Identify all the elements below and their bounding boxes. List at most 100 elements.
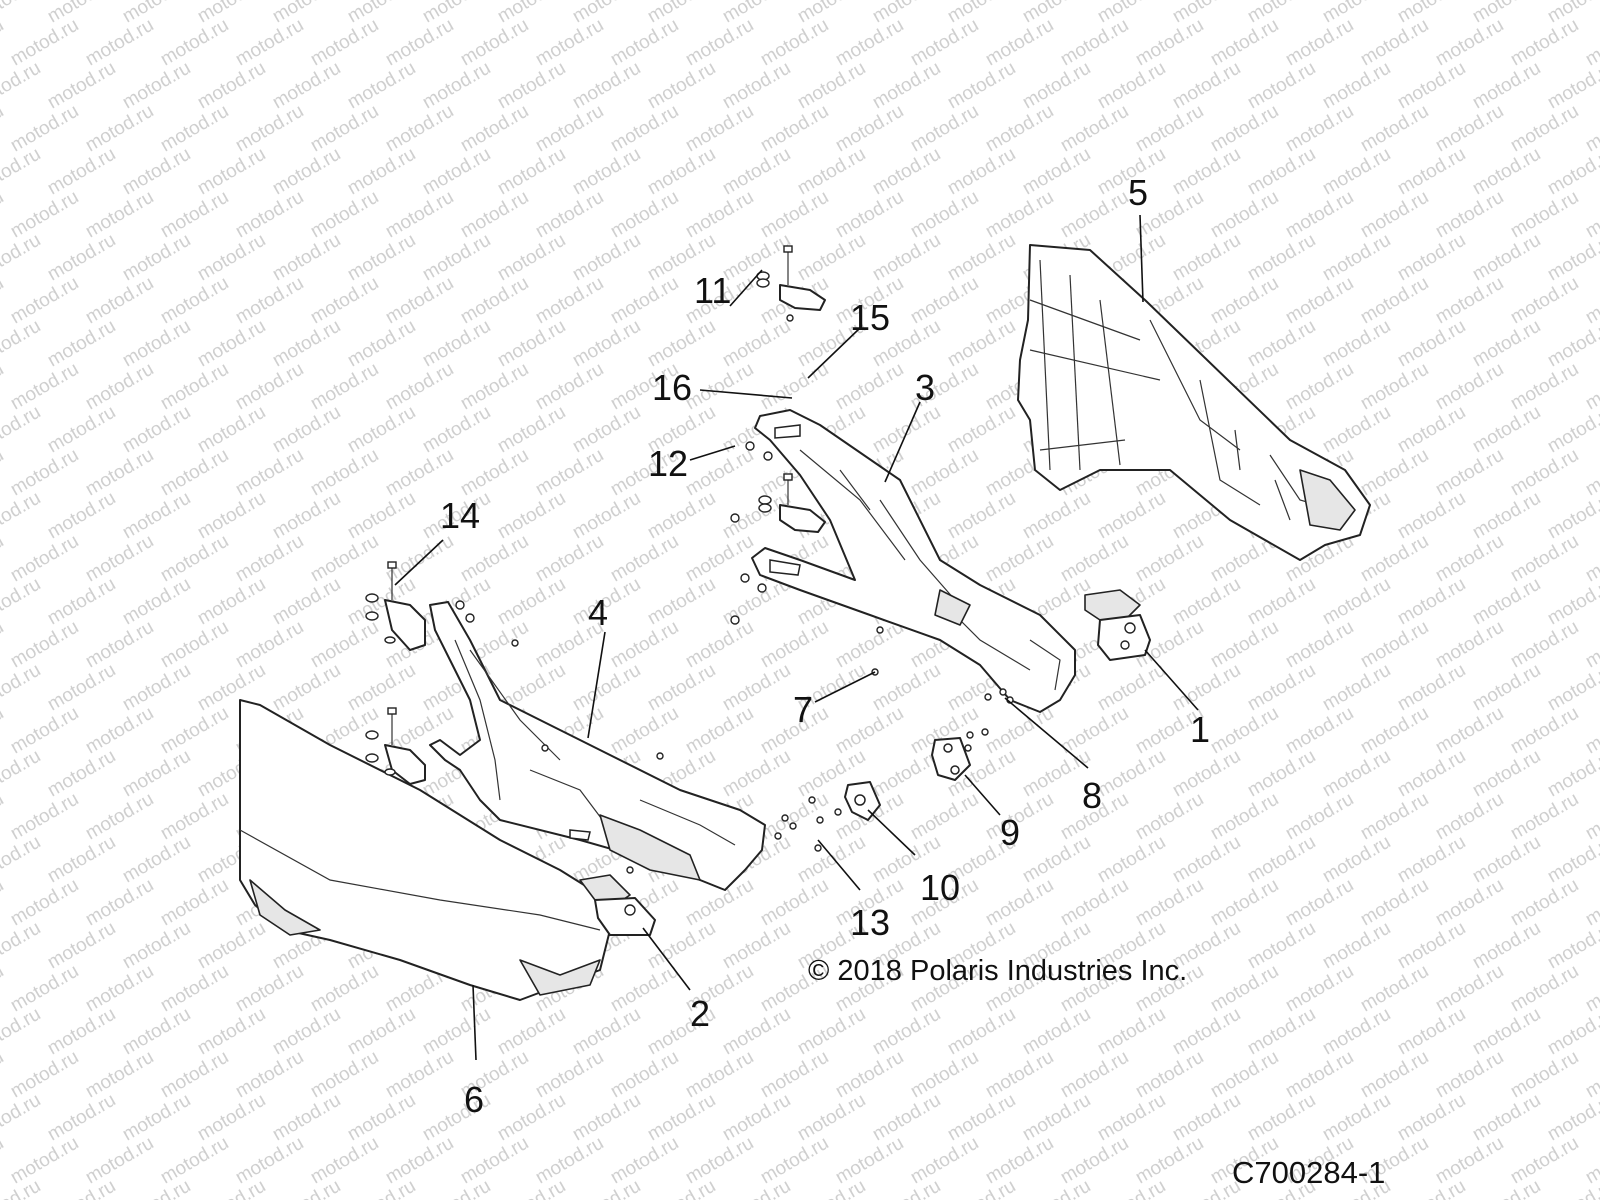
watermark-text: motod.ru (532, 187, 607, 243)
watermark-text: motod.ru (1094, 746, 1169, 802)
watermark-text: motod.ru (1507, 1133, 1582, 1189)
watermark-text: motod.ru (419, 230, 494, 286)
watermark-text: motod.ru (44, 1090, 119, 1146)
watermark-text: motod.ru (194, 488, 269, 544)
watermark-text: motod.ru (44, 230, 119, 286)
watermark-text: motod.ru (0, 1047, 7, 1103)
callout-13: 13 (850, 902, 890, 943)
watermark-text: motod.ru (907, 187, 982, 243)
callout-4: 4 (588, 592, 608, 633)
watermark-text: motod.ru (1207, 273, 1282, 329)
watermark-text: motod.ru (344, 58, 419, 114)
watermark-text: motod.ru (82, 15, 157, 71)
watermark-text: motod.ru (0, 359, 7, 415)
watermark-text: motod.ru (157, 875, 232, 931)
watermark-text: motod.ru (1394, 230, 1469, 286)
watermark-text: motod.ru (532, 15, 607, 71)
watermark-text: motod.ru (682, 359, 757, 415)
watermark-text: motod.ru (1469, 746, 1544, 802)
watermark-text: motod.ru (982, 15, 1057, 71)
watermark-text: motod.ru (682, 1047, 757, 1103)
watermark-text: motod.ru (1094, 660, 1169, 716)
watermark-text: motod.ru (382, 445, 457, 501)
watermark-text: motod.ru (794, 230, 869, 286)
watermark-text: motod.ru (1507, 187, 1582, 243)
watermark-text: motod.ru (82, 617, 157, 673)
watermark-text: motod.ru (1169, 574, 1244, 630)
watermark-text: motod.ru (1207, 961, 1282, 1017)
watermark-text: motod.ru (382, 531, 457, 587)
part-3-frame (751, 409, 1076, 713)
watermark-text: motod.ru (569, 660, 644, 716)
watermark-text: motod.ru (569, 488, 644, 544)
watermark-text: motod.ru (1582, 875, 1600, 931)
watermark-text: motod.ru (344, 1176, 419, 1200)
watermark-text: motod.ru (757, 875, 832, 931)
watermark-text: motod.ru (494, 488, 569, 544)
watermark-text: motod.ru (1469, 660, 1544, 716)
watermark-text: motod.ru (44, 58, 119, 114)
watermark-text: motod.ru (1207, 187, 1282, 243)
watermark-text: motod.ru (569, 144, 644, 200)
watermark-text: motod.ru (1507, 1047, 1582, 1103)
watermark-text: motod.ru (719, 58, 794, 114)
watermark-text: motod.ru (719, 660, 794, 716)
watermark-text: motod.ru (44, 918, 119, 974)
watermark-text: motod.ru (1394, 746, 1469, 802)
watermark-text: motod.ru (757, 101, 832, 157)
watermark-text: motod.ru (794, 1176, 869, 1200)
watermark-text: motod.ru (1432, 617, 1507, 673)
watermark-text: motod.ru (1582, 531, 1600, 587)
watermark-text: motod.ru (682, 1133, 757, 1189)
watermark-text: motod.ru (194, 1176, 269, 1200)
watermark-text: motod.ru (7, 789, 82, 845)
callout-3: 3 (915, 367, 935, 408)
watermark-text: motod.ru (1394, 144, 1469, 200)
watermark-text: motod.ru (1394, 660, 1469, 716)
watermark-text: motod.ru (1507, 359, 1582, 415)
watermark-text: motod.ru (157, 187, 232, 243)
watermark-text: motod.ru (682, 15, 757, 71)
watermark-text: motod.ru (0, 660, 44, 716)
watermark-text: motod.ru (1357, 445, 1432, 501)
watermark-text: motod.ru (44, 832, 119, 888)
watermark-text: motod.ru (494, 1176, 569, 1200)
watermark-text: motod.ru (982, 875, 1057, 931)
part-4-frame (429, 601, 766, 891)
watermark-text: motod.ru (119, 832, 194, 888)
watermark-text: motod.ru (1244, 58, 1319, 114)
watermark-text: motod.ru (569, 58, 644, 114)
watermark-text: motod.ru (419, 316, 494, 372)
watermark-text: motod.ru (1282, 875, 1357, 931)
watermark-text: motod.ru (719, 1176, 794, 1200)
watermark-text: motod.ru (982, 1133, 1057, 1189)
watermark-text: motod.ru (0, 746, 44, 802)
watermark-text: motod.ru (1469, 918, 1544, 974)
watermark-text: motod.ru (7, 617, 82, 673)
watermark-text: motod.ru (7, 875, 82, 931)
watermark-text: motod.ru (1019, 488, 1094, 544)
callout-12: 12 (648, 443, 688, 484)
watermark-text: motod.ru (44, 746, 119, 802)
watermark-text: motod.ru (494, 1004, 569, 1060)
watermark-text: motod.ru (194, 58, 269, 114)
watermark-text: motod.ru (944, 402, 1019, 458)
watermark-text: motod.ru (1582, 187, 1600, 243)
watermark-text: motod.ru (1582, 703, 1600, 759)
watermark-text: motod.ru (1507, 875, 1582, 931)
watermark-text: motod.ru (1469, 1004, 1544, 1060)
watermark-text: motod.ru (1582, 359, 1600, 415)
watermark-text: motod.ru (1394, 1004, 1469, 1060)
watermark-text: motod.ru (1357, 1047, 1432, 1103)
watermark-text: motod.ru (382, 1133, 457, 1189)
watermark-text: motod.ru (907, 101, 982, 157)
watermark-text: motod.ru (0, 0, 44, 27)
watermark-text: motod.ru (1132, 1047, 1207, 1103)
watermark-text: motod.ru (1207, 789, 1282, 845)
watermark-text: motod.ru (7, 531, 82, 587)
watermark-text: motod.ru (569, 1176, 644, 1200)
watermark-text: motod.ru (869, 402, 944, 458)
watermark-text: motod.ru (869, 1090, 944, 1146)
watermark-text: motod.ru (1469, 402, 1544, 458)
watermark-text: motod.ru (944, 1090, 1019, 1146)
